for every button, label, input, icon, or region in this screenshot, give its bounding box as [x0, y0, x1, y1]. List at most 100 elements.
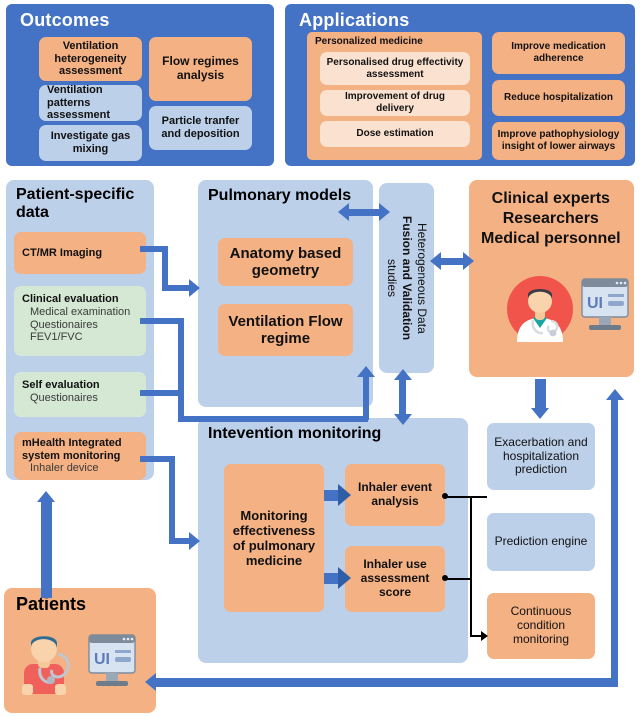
conn-eval-up-shaft [363, 375, 369, 420]
right-box-continuous-monitoring: Continuous condition monitoring [487, 593, 595, 659]
application-pathophysiology-insight: Improve pathophysiology insight of lower… [492, 122, 625, 160]
outcome-box-ventilation-heterogeneity: Ventilation heterogeneity assessment [39, 37, 142, 81]
conn-mhealth-seg3 [169, 538, 191, 544]
clinical-experts-lines: Clinical experts Researchers Medical per… [481, 189, 621, 248]
clinical-evaluation-line-3: FEV1/FVC [30, 331, 83, 344]
conn-ctmr-seg3 [162, 285, 190, 291]
outcome-box-particle-transfer: Particle tranfer and deposition [149, 106, 252, 150]
conn-thin-monitoring-head [481, 631, 488, 641]
doctor-avatar [507, 276, 573, 342]
right-box-prediction-engine: Prediction engine [487, 513, 595, 571]
intervention-title: Intevention monitoring [208, 425, 382, 442]
arrow-source-to-score-head [338, 567, 351, 589]
experts-line-2: Researchers [502, 209, 599, 227]
conn-pulm-fusion-shaft [345, 209, 383, 216]
svg-text:UI: UI [587, 295, 603, 312]
conn-fusion-interv-head-down [394, 414, 412, 425]
ct-mr-imaging-label: CT/MR Imaging [22, 246, 103, 259]
conn-fusion-experts-shaft [437, 258, 469, 265]
conn-right-vertical-return [611, 398, 618, 680]
patient-data-self-evaluation: Self evaluation Questionaires [14, 372, 146, 417]
right-box-exacerbation-prediction: Exacerbation and hospitalization predict… [487, 423, 595, 490]
patient-specific-data-panel: Patient-specific data CT/MR Imaging Clin… [6, 180, 154, 480]
conn-pulm-fusion-head-left [338, 203, 349, 221]
application-reduce-hospitalization: Reduce hospitalization [492, 80, 625, 116]
intervention-target-inhaler-event: Inhaler event analysis [345, 464, 445, 526]
applications-title: Applications [299, 10, 410, 30]
mhealth-line-1: Inhaler device [30, 462, 99, 475]
arrow-source-to-event-head [338, 484, 351, 506]
conn-experts-down-shaft [535, 379, 546, 411]
applications-panel: Applications Personalized medicine Perso… [285, 4, 635, 166]
fusion-line-3: studies [385, 258, 399, 298]
fusion-line-1: Heterogeneous Data [415, 222, 429, 334]
patient-data-clinical-evaluation: Clinical evaluation Medical examination … [14, 286, 146, 356]
conn-ctmr-seg1 [140, 246, 168, 252]
intervention-source-box: Monitoring effectiveness of pulmonary me… [224, 464, 324, 612]
pulmonary-models-title: Pulmonary models [208, 187, 352, 204]
outcome-box-flow-regimes: Flow regimes analysis [149, 37, 252, 101]
conn-mhealth-seg1 [140, 456, 175, 462]
patient-data-title-text: Patient-specific data [16, 186, 135, 222]
self-evaluation-heading: Self evaluation [22, 379, 100, 391]
intervention-target-inhaler-use-score: Inhaler use assessment score [345, 546, 445, 612]
conn-experts-down-head [531, 408, 549, 419]
application-improve-adherence: Improve medication adherence [492, 32, 625, 74]
pulmonary-box-anatomy-geometry: Anatomy based geometry [218, 238, 353, 286]
patients-panel: Patients UI [4, 588, 156, 713]
patient-avatar [18, 632, 84, 696]
fusion-line-2b: Validation [400, 283, 414, 341]
conn-eval-seg3 [178, 416, 368, 422]
conn-thin-vert [470, 496, 472, 636]
conn-fusion-interv-head-up [394, 369, 412, 380]
personalized-item-dose-estimation: Dose estimation [320, 121, 470, 147]
conn-ctmr-seg2 [162, 246, 168, 291]
personalized-item-drug-effectivity: Personalised drug effectivity assessment [320, 52, 470, 85]
conn-fusion-interv-shaft [399, 378, 406, 418]
arrow-source-to-event-shaft [324, 490, 338, 501]
ui-monitor-icon-patients: UI [88, 634, 136, 696]
conn-bottom-return-shaft [155, 678, 618, 687]
pulmonary-box-ventilation-flow: Ventilation Flow regime [218, 304, 353, 356]
patient-data-mhealth-monitoring: mHealth Integrated system monitoring Inh… [14, 432, 146, 480]
conn-clinical-seg2 [178, 318, 184, 422]
personalized-item-drug-delivery: Improvement of drug delivery [320, 90, 470, 116]
self-evaluation-line-1: Questionaires [30, 391, 98, 404]
patient-data-ct-mr-imaging: CT/MR Imaging [14, 232, 146, 274]
conn-thin-event-h [445, 496, 487, 498]
patient-data-title: Patient-specific data [16, 186, 146, 223]
conn-self-seg1 [140, 390, 184, 396]
experts-line-3: Medical personnel [481, 229, 621, 247]
fusion-line-2a: Fusion and [400, 215, 414, 284]
conn-pulm-fusion-head-right [379, 203, 390, 221]
conn-mhealth-head [189, 532, 200, 550]
personalized-medicine-group: Personalized medicine Personalised drug … [307, 32, 482, 160]
clinical-experts-panel: Clinical experts Researchers Medical per… [469, 180, 634, 377]
fusion-label: Heterogeneous Data Fusion and Validation… [379, 183, 434, 373]
outcomes-panel: Outcomes Ventilation heterogeneity asses… [6, 4, 274, 166]
conn-thin-event-dot [442, 493, 448, 499]
patients-title: Patients [16, 594, 87, 614]
conn-patients-up-head [37, 491, 55, 502]
svg-text:UI: UI [94, 651, 110, 668]
outcome-box-gas-mixing: Investigate gas mixing [39, 125, 142, 161]
arrow-source-to-score-shaft [324, 573, 338, 584]
conn-mhealth-seg2 [169, 456, 175, 544]
conn-fusion-experts-head-right [463, 252, 474, 270]
conn-thin-score-dot [442, 575, 448, 581]
conn-thin-to-monitoring [470, 635, 482, 637]
clinical-evaluation-line-2: Questionaires [30, 318, 98, 331]
experts-line-1: Clinical experts [491, 190, 610, 207]
conn-thin-score-h [445, 578, 472, 580]
outcome-box-ventilation-patterns: Ventilation patterns assessment [39, 84, 142, 121]
conn-ctmr-arrowhead [189, 279, 200, 297]
personalized-medicine-title: Personalized medicine [315, 36, 423, 47]
conn-bottom-return-head [145, 673, 156, 691]
clinical-evaluation-heading: Clinical evaluation [22, 293, 119, 305]
outcomes-title: Outcomes [20, 10, 110, 30]
ui-monitor-icon-experts: UI [581, 278, 629, 340]
conn-right-vertical-return-head [606, 389, 624, 400]
conn-clinical-seg1 [140, 318, 184, 324]
conn-eval-up-head [357, 366, 375, 377]
